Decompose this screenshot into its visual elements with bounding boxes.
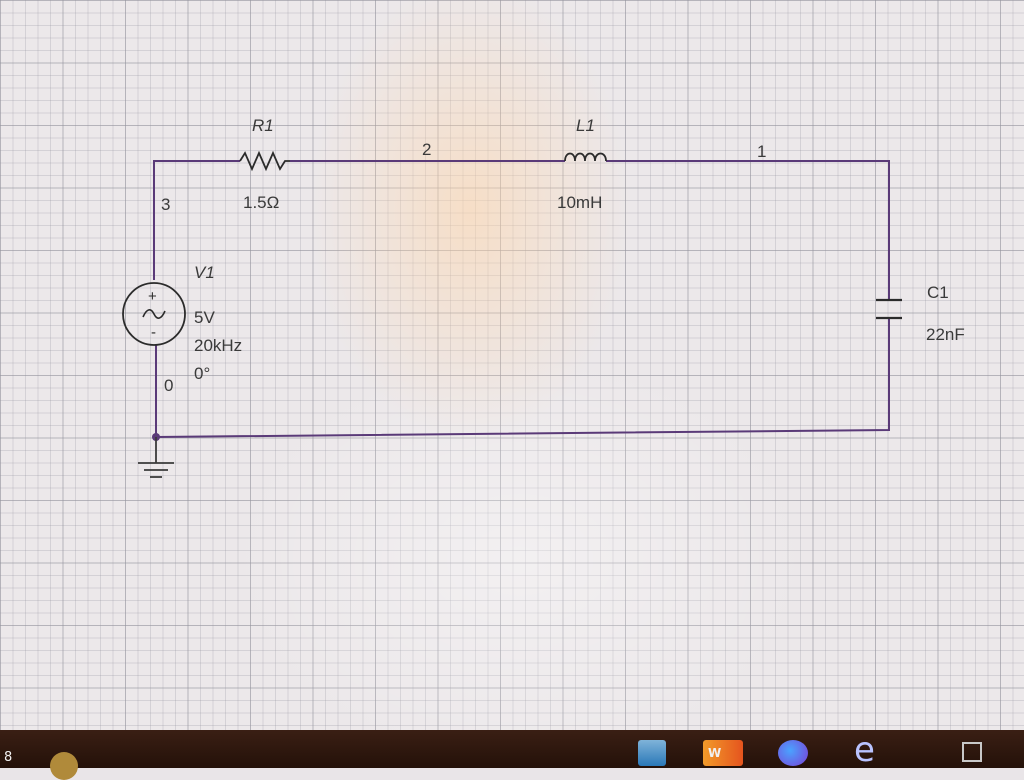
circuit-schematic: + - [122,150,902,478]
v1-frequency-label: 20kHz [194,336,243,355]
v1-amplitude-label: 5V [194,308,215,327]
wire-node3-top-left [153,160,240,280]
l1-value-label: 10mH [557,193,603,212]
wire-c1-to-ground [155,318,890,438]
v1-name-label: V1 [194,263,215,282]
node-2-label: 2 [422,140,432,159]
node-3-label: 3 [161,195,171,214]
voltage-source-v1[interactable] [122,282,186,346]
edge-icon[interactable]: e [852,730,880,770]
word-icon-letter: W [708,746,722,760]
word-icon[interactable]: W [703,740,743,766]
c1-value-label: 22nF [926,325,965,344]
file-explorer-icon[interactable] [638,740,666,766]
v1-phase-label: 0° [194,364,211,383]
firefox-icon[interactable] [778,740,808,766]
c1-name-label: C1 [927,283,949,302]
inductor-l1[interactable] [564,152,607,162]
taskbar-app-icon[interactable] [962,742,982,762]
r1-value-label: 1.5Ω [243,193,280,212]
r1-name-label: R1 [252,116,274,135]
ground-symbol [138,437,174,478]
edge-icon-letter: e [854,730,875,770]
capacitor-c1[interactable] [876,298,902,320]
node-0-label: 0 [164,376,174,395]
v1-minus-sign: - [151,324,156,341]
wire-node1-right [606,160,890,300]
taskbar-left-char: 8 [4,750,13,765]
node-1-label: 1 [757,142,767,161]
search-icon[interactable] [50,752,78,780]
resistor-r1[interactable] [239,150,290,172]
l1-name-label: L1 [576,116,595,135]
v1-plus-sign: + [148,288,157,305]
taskbar: 8 W e [0,730,1024,780]
